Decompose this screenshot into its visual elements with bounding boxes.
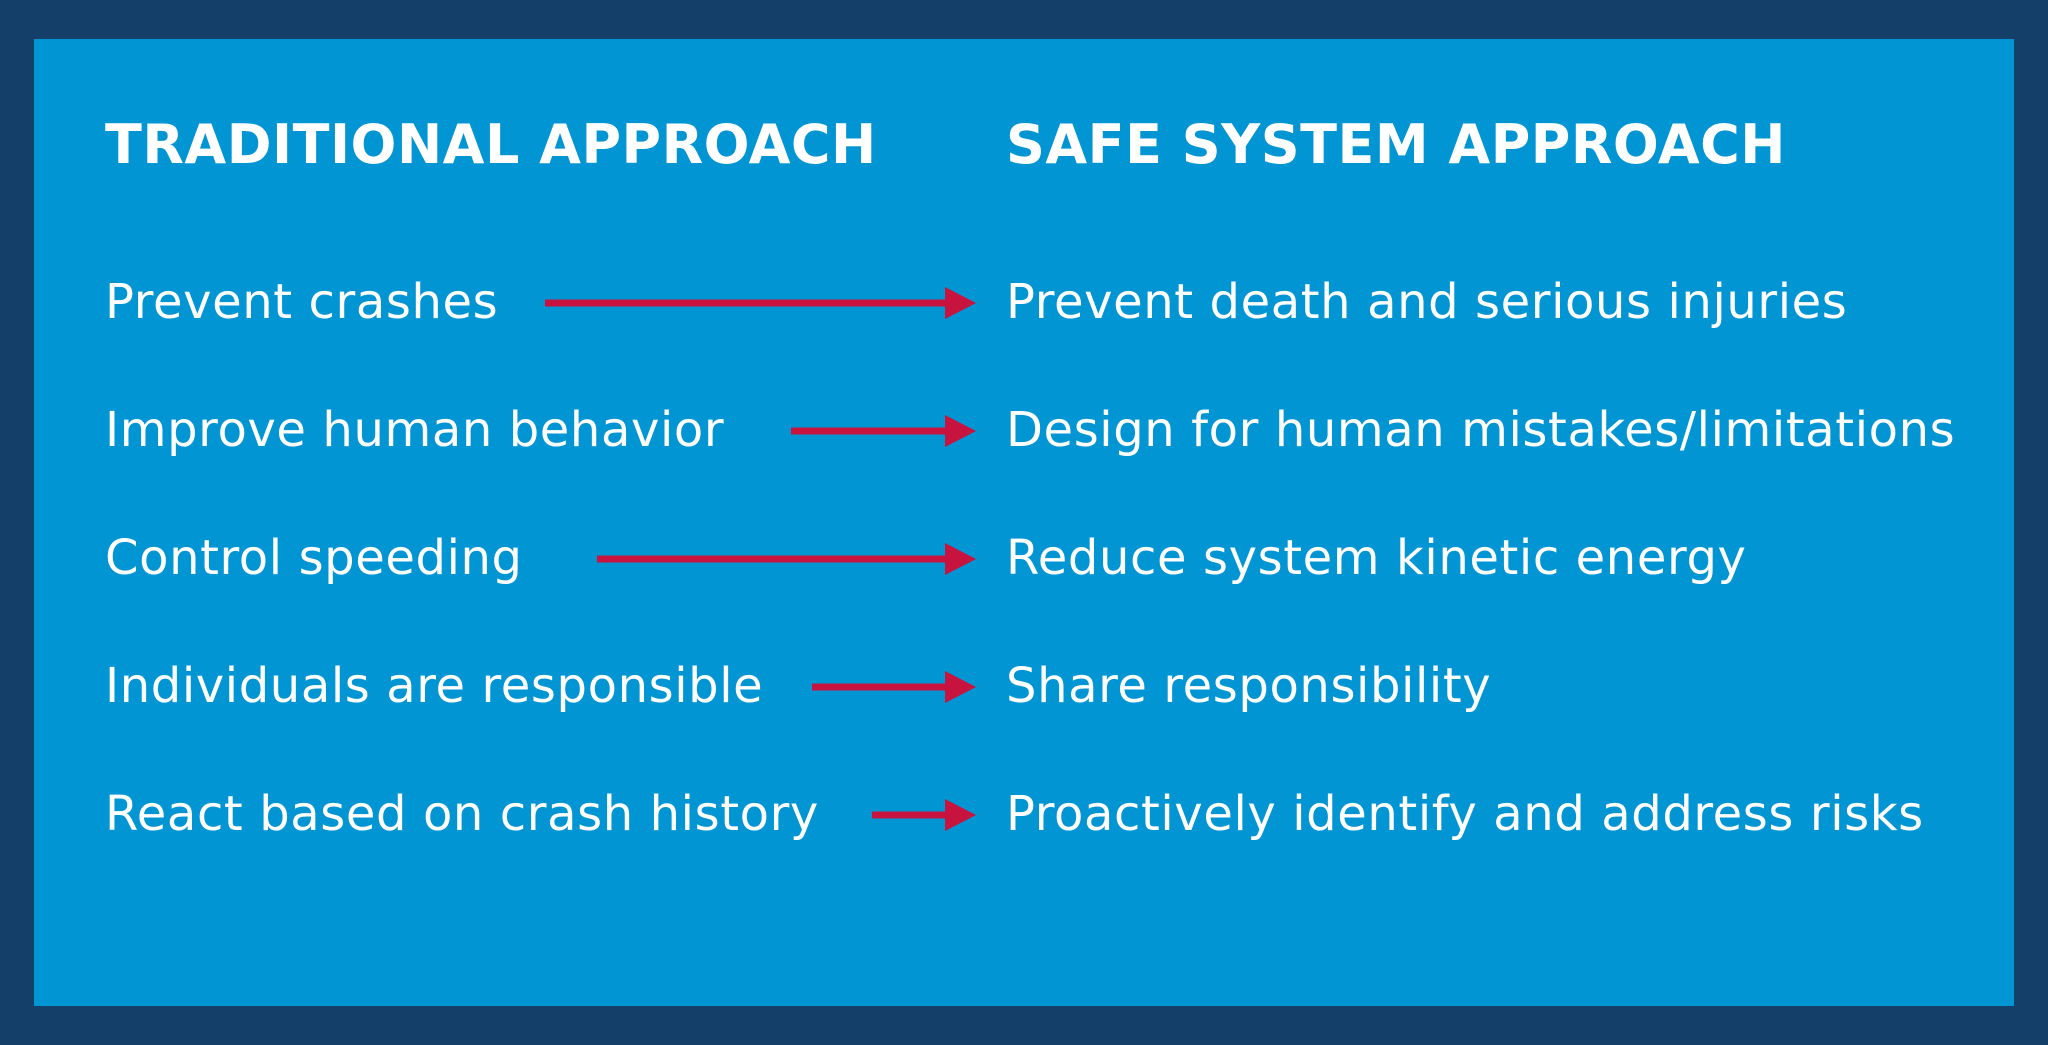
- traditional-item: Individuals are responsible: [105, 658, 764, 714]
- arrow-right-icon: [791, 415, 976, 447]
- traditional-approach-heading: TRADITIONAL APPROACH: [105, 113, 877, 176]
- safe-system-item: Proactively identify and address risks: [1006, 786, 1924, 842]
- comparison-row: Control speeding Reduce system kinetic e…: [0, 526, 2048, 590]
- arrow-right-icon: [872, 799, 976, 831]
- arrow-right-icon: [545, 287, 976, 319]
- safe-system-item: Prevent death and serious injuries: [1006, 274, 1848, 330]
- safe-system-item: Reduce system kinetic energy: [1006, 530, 1747, 586]
- comparison-panel: [34, 39, 2014, 1006]
- traditional-item: React based on crash history: [105, 786, 819, 842]
- comparison-row: React based on crash history Proactively…: [0, 782, 2048, 846]
- safe-system-approach-heading: SAFE SYSTEM APPROACH: [1006, 113, 1787, 176]
- traditional-item: Control speeding: [105, 530, 523, 586]
- safe-system-item: Design for human mistakes/limitations: [1006, 402, 1956, 458]
- comparison-row: Individuals are responsible Share respon…: [0, 654, 2048, 718]
- arrow-right-icon: [597, 543, 976, 575]
- traditional-item: Prevent crashes: [105, 274, 499, 330]
- arrow-right-icon: [812, 671, 976, 703]
- traditional-item: Improve human behavior: [105, 402, 725, 458]
- safe-system-item: Share responsibility: [1006, 658, 1492, 714]
- comparison-row: Improve human behavior Design for human …: [0, 398, 2048, 462]
- comparison-row: Prevent crashes Prevent death and seriou…: [0, 270, 2048, 334]
